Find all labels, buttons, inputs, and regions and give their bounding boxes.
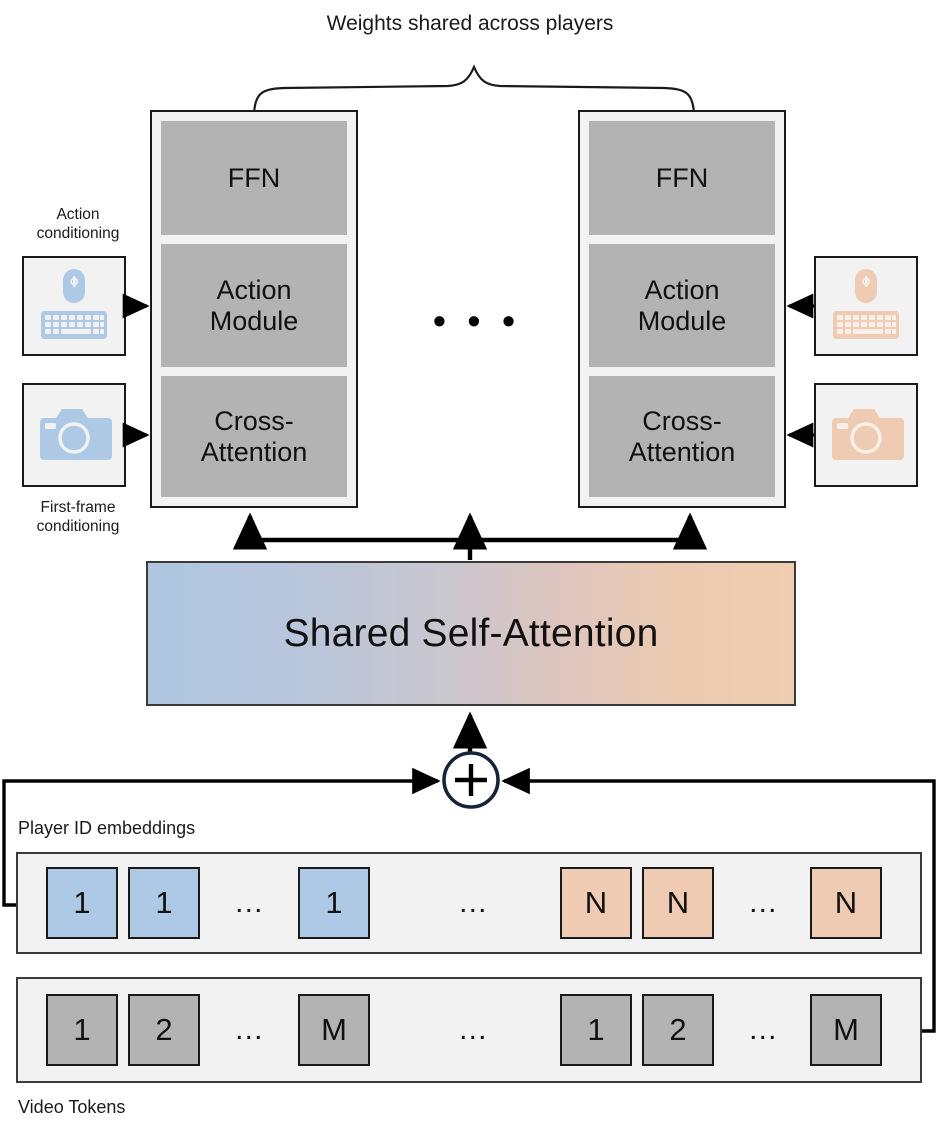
mouse-keyboard-icon [41,269,107,339]
shared-weights-brace [252,64,696,117]
token: N [810,867,882,939]
shared-self-attention-bar: Shared Self-Attention [146,561,796,706]
player-id-embeddings-label: Player ID embeddings [18,818,196,838]
token-ellipsis: … [233,1013,267,1046]
video-tokens-label: Video Tokens [18,1097,126,1117]
token-ellipsis: … [457,886,491,919]
keyboard-icon [833,311,899,339]
camera-icon [40,409,112,460]
token: 2 [128,994,200,1066]
token-ellipsis: … [233,886,267,919]
token: M [810,994,882,1066]
sum-node [440,749,502,811]
first-frame-conditioning-box-right [814,383,918,487]
block-action-module: Action Module [589,244,775,367]
figure-title: Weights shared across players [326,12,614,35]
token-ellipsis: … [747,886,781,919]
token-ellipsis: … [457,1013,491,1046]
keyboard-icon [41,311,107,339]
token: 1 [46,994,118,1066]
block-ffn: FFN [589,121,775,235]
shared-self-attention-label: Shared Self-Attention [283,611,659,655]
action-conditioning-box-right [814,256,918,356]
camera-icon [832,409,904,460]
token: N [560,867,632,939]
transformer-tower-player-1: FFN Action Module Cross- Attention [150,110,358,508]
action-conditioning-label: Action conditioning [36,206,120,243]
first-frame-conditioning-box-left [22,383,126,487]
token: 2 [642,994,714,1066]
token: 1 [128,867,200,939]
token-ellipsis: … [747,1013,781,1046]
token: N [642,867,714,939]
block-ffn: FFN [161,121,347,235]
token: M [298,994,370,1066]
first-frame-conditioning-label: First-frame conditioning [36,499,120,536]
block-action-module: Action Module [161,244,347,367]
transformer-tower-player-n: FFN Action Module Cross- Attention [578,110,786,508]
block-cross-attention: Cross- Attention [589,376,775,497]
token: 1 [560,994,632,1066]
token: 1 [298,867,370,939]
token: 1 [46,867,118,939]
block-cross-attention: Cross- Attention [161,376,347,497]
towers-ellipsis: • • • [433,300,521,341]
mouse-keyboard-icon [833,269,899,339]
